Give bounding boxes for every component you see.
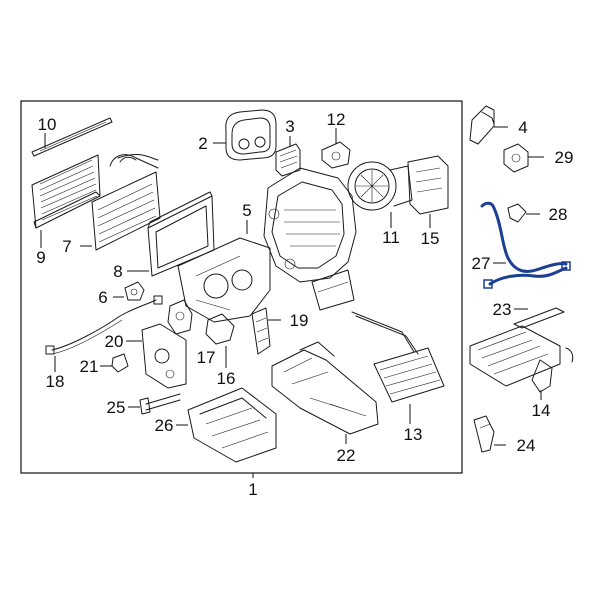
callout-25: 25	[107, 398, 126, 417]
callout-8: 8	[113, 262, 122, 281]
callout-28: 28	[549, 205, 568, 224]
callout-6: 6	[98, 288, 107, 307]
callout-10: 10	[38, 115, 57, 134]
callout-7: 7	[62, 237, 71, 256]
callout-20: 20	[105, 332, 124, 351]
callout-21: 21	[80, 357, 99, 376]
callout-26: 26	[155, 416, 174, 435]
part-17-actuator[interactable]	[167, 299, 193, 335]
callout-3: 3	[285, 117, 294, 136]
part-26-lower-case[interactable]	[187, 387, 277, 463]
part-16-sensor[interactable]	[205, 313, 235, 345]
part-9-cabin-filter[interactable]	[31, 154, 101, 229]
callout-22: 22	[337, 446, 356, 465]
callout-9: 9	[36, 248, 45, 267]
callout-2: 2	[198, 134, 207, 153]
part-3-control-module[interactable]	[275, 143, 301, 177]
part-10-trim-strip[interactable]	[31, 117, 113, 157]
part-11-blower-motor[interactable]	[347, 161, 413, 211]
part-20-mode-actuator[interactable]	[141, 323, 187, 389]
callout-12: 12	[327, 110, 346, 129]
part-12-actuator[interactable]	[321, 141, 351, 169]
callout-14: 14	[532, 401, 551, 420]
callout-27: 27	[472, 254, 491, 273]
callout-4: 4	[518, 118, 527, 137]
part-5-heater-case[interactable]	[263, 167, 357, 311]
callout-24: 24	[517, 436, 536, 455]
part-24-bracket[interactable]	[473, 415, 495, 453]
part-19-bracket[interactable]	[251, 307, 271, 355]
callout-23: 23	[493, 300, 512, 319]
callout-11: 11	[382, 228, 400, 247]
part-4-bracket[interactable]	[469, 105, 495, 145]
callout-29: 29	[555, 148, 574, 167]
part-25-fastener[interactable]	[139, 393, 181, 415]
callout-15: 15	[421, 229, 440, 248]
callout-1: 1	[248, 480, 257, 499]
part-2-control-panel[interactable]	[225, 109, 277, 161]
part-27-drain-hose[interactable]	[480, 201, 571, 289]
part-29-sensor[interactable]	[503, 143, 529, 173]
callout-16: 16	[217, 369, 236, 388]
part-5-air-distribution[interactable]	[177, 237, 271, 323]
part-14-aux-core[interactable]	[469, 325, 574, 393]
part-23-seal-strip[interactable]	[513, 307, 565, 329]
callout-19: 19	[290, 311, 309, 330]
part-21-clip[interactable]	[111, 353, 129, 373]
part-13-heater-core[interactable]	[351, 311, 445, 403]
callout-17: 17	[197, 348, 216, 367]
callout-13: 13	[404, 425, 423, 444]
callout-5: 5	[242, 201, 251, 220]
part-7-evaporator[interactable]	[91, 154, 161, 251]
part-8-filter-frame[interactable]	[147, 191, 215, 277]
part-28-connector[interactable]	[507, 203, 527, 223]
assembly-frame	[20, 100, 463, 474]
part-22-floor-duct[interactable]	[271, 341, 379, 435]
callout-18: 18	[46, 372, 65, 391]
part-18-wire-harness[interactable]	[45, 295, 163, 355]
part-15-blower-resistor[interactable]	[407, 155, 449, 215]
part-6-sensor[interactable]	[124, 281, 145, 301]
